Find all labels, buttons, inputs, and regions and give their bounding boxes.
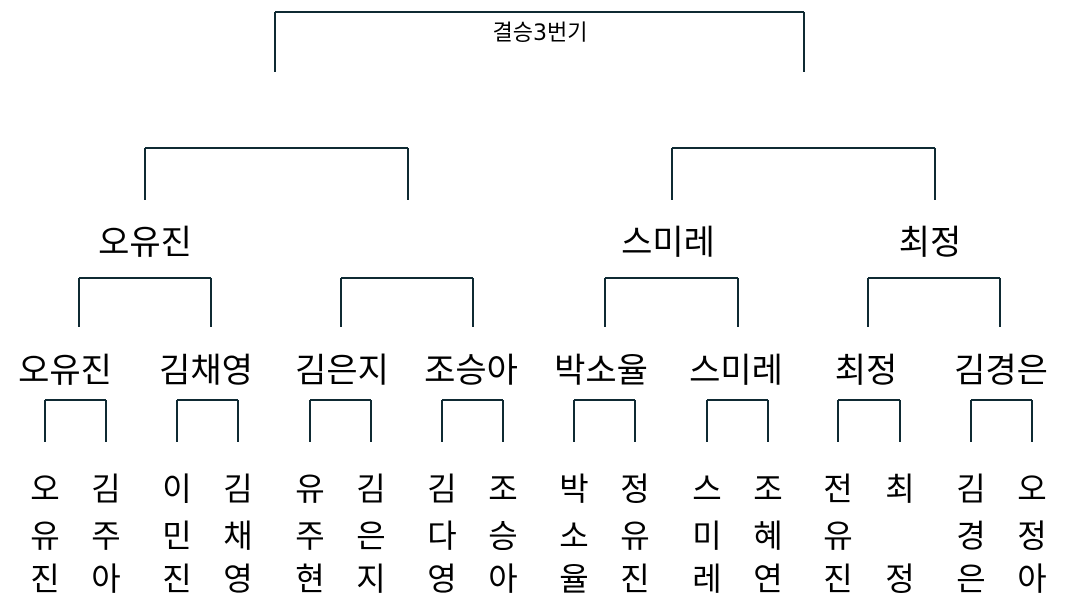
round1-name-8: 김경은 <box>954 351 1048 391</box>
player-8-char-3: 아 <box>488 560 517 598</box>
player-15-char-1: 김 <box>956 470 985 508</box>
player-7-char-2: 다 <box>427 517 456 555</box>
player-6-char-1: 김 <box>356 470 385 508</box>
player-2-char-1: 김 <box>91 470 120 508</box>
player-4-char-1: 김 <box>223 470 252 508</box>
player-13-char-3: 진 <box>823 560 852 598</box>
player-8-char-2: 승 <box>488 517 517 555</box>
round2-name-3: 스미레 <box>621 223 715 263</box>
player-1-char-1: 오 <box>30 470 59 508</box>
player-3-char-1: 이 <box>162 470 191 508</box>
round1-name-1: 오유진 <box>18 351 112 391</box>
round2-names: 오유진 스미레 최정 <box>98 223 961 263</box>
player-2-char-2: 주 <box>91 517 120 555</box>
player-16-char-2: 정 <box>1017 517 1046 555</box>
player-1-char-2: 유 <box>30 517 59 555</box>
round2-name-4: 최정 <box>899 223 962 263</box>
player-5-char-2: 주 <box>295 517 324 555</box>
player-3-char-3: 진 <box>162 560 191 598</box>
player-7-char-1: 김 <box>427 470 456 508</box>
bracket-connectors <box>44 11 1033 442</box>
round1-name-7: 최정 <box>835 351 898 391</box>
player-5-char-3: 현 <box>295 560 324 598</box>
player-6-char-2: 은 <box>356 517 385 555</box>
player-12-char-1: 조 <box>753 470 782 508</box>
player-16-char-3: 아 <box>1017 560 1046 598</box>
round1-name-5: 박소율 <box>554 351 648 391</box>
round1-name-2: 김채영 <box>159 351 253 391</box>
player-9-char-1: 박 <box>559 470 588 508</box>
player-12-char-2: 혜 <box>753 517 782 555</box>
round1-name-6: 스미레 <box>689 351 783 391</box>
player-11-char-1: 스 <box>692 470 721 508</box>
player-15-char-2: 경 <box>956 517 985 555</box>
player-13-char-2: 유 <box>823 517 852 555</box>
player-3-char-2: 민 <box>162 517 191 555</box>
player-10-char-1: 정 <box>620 470 649 508</box>
player-9-char-2: 소 <box>559 517 588 555</box>
player-7-char-3: 영 <box>427 560 456 598</box>
player-1-char-3: 진 <box>30 560 59 598</box>
player-14-char-3: 정 <box>885 560 914 598</box>
round2-name-1: 오유진 <box>98 223 192 263</box>
player-11-char-2: 미 <box>692 517 721 555</box>
player-4-char-2: 채 <box>223 517 252 555</box>
player-10-char-3: 진 <box>620 560 649 598</box>
player-12-char-3: 연 <box>753 560 782 598</box>
player-4-char-3: 영 <box>223 560 252 598</box>
player-11-char-3: 레 <box>692 560 721 598</box>
player-13-char-1: 전 <box>823 470 852 508</box>
player-2-char-3: 아 <box>91 560 120 598</box>
final-title: 결승3번기 <box>493 21 588 46</box>
round1-name-3: 김은지 <box>295 351 389 391</box>
round1-names: 오유진 김채영 김은지 조승아 박소율 스미레 최정 김경은 <box>18 351 1048 391</box>
player-16-char-1: 오 <box>1017 470 1046 508</box>
player-5-char-1: 유 <box>295 470 324 508</box>
player-8-char-1: 조 <box>488 470 517 508</box>
round1-name-4: 조승아 <box>424 351 518 391</box>
first-round-players: 오유진김주아이민진김채영유주현김은지김다영조승아박소율정유진스미레조혜연전유진최… <box>30 470 1046 598</box>
player-6-char-3: 지 <box>356 560 385 598</box>
player-10-char-2: 유 <box>620 517 649 555</box>
player-14-char-1: 최 <box>885 470 914 508</box>
player-9-char-3: 율 <box>559 560 588 598</box>
player-15-char-3: 은 <box>956 560 985 598</box>
